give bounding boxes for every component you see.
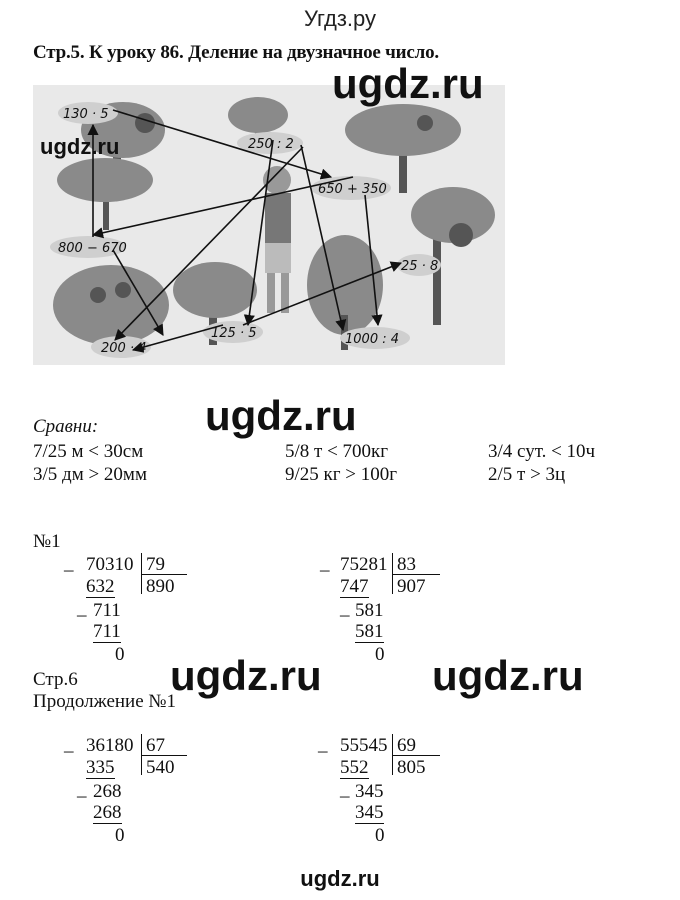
subtrahend: 747 (340, 576, 369, 598)
dividend: 75281 (340, 554, 388, 575)
compare-item: 5/8 т < 700кг (285, 441, 389, 462)
tree-bottom-middle (173, 262, 257, 345)
watermark: ugdz.ru (170, 652, 322, 699)
boy-figure (263, 166, 291, 313)
divisor: 83 (397, 554, 416, 575)
subtrahend: 632 (86, 576, 115, 598)
site-footer: ugdz.ru (300, 866, 380, 891)
minus-sign: _ (64, 553, 74, 574)
illus-label: 250 : 2 (248, 137, 294, 152)
final-remainder: 0 (115, 644, 125, 665)
subtrahend: 711 (93, 621, 121, 643)
continuation-label: Продолжение №1 (33, 691, 177, 712)
compare-item: 2/5 т > 3ц (488, 464, 566, 485)
page-label: Стр.6 (33, 669, 78, 690)
remainder: 345 (355, 781, 384, 802)
compare-item: 3/5 дм > 20мм (33, 464, 147, 485)
final-remainder: 0 (115, 825, 125, 846)
watermark: ugdz.ru (205, 392, 357, 439)
divisor: 79 (146, 554, 165, 575)
quotient: 805 (397, 757, 426, 778)
label-ovals (50, 102, 441, 358)
page-title: Стр.5. К уроку 86. Деление на двузначное… (33, 42, 439, 63)
remainder: 268 (93, 781, 122, 802)
subtrahend: 581 (355, 621, 384, 643)
illus-label: 650 + 350 (318, 182, 387, 197)
subtrahend: 345 (355, 802, 384, 824)
compare-item: 3/4 сут. < 10ч (488, 441, 596, 462)
math-trees-illustration: 130 · 5 250 : 2 650 + 350 800 − 670 25 ·… (33, 85, 505, 365)
tree-mid-left (57, 158, 153, 230)
dividend: 36180 (86, 735, 134, 756)
site-header: Угдз.ру (303, 6, 377, 31)
grape-vine (411, 187, 495, 325)
illus-label: 800 − 670 (58, 241, 127, 256)
arrows (87, 109, 403, 353)
divisor: 69 (397, 735, 416, 756)
remainder: 711 (93, 600, 121, 621)
illus-label: 125 · 5 (211, 326, 256, 341)
final-remainder: 0 (375, 825, 385, 846)
divisor: 67 (146, 735, 165, 756)
watermark: ugdz.ru (40, 134, 120, 159)
subtrahend: 335 (86, 757, 115, 779)
illus-label: 1000 : 4 (345, 332, 399, 347)
quotient: 890 (146, 576, 175, 597)
compare-heading: Сравни: (33, 416, 99, 437)
quotient: 540 (146, 757, 175, 778)
watermark: ugdz.ru (332, 60, 484, 107)
subtrahend: 552 (340, 757, 369, 779)
illus-label: 130 · 5 (63, 107, 108, 122)
tree-bottom-left (53, 265, 169, 345)
dividend: 55545 (340, 735, 388, 756)
quotient: 907 (397, 576, 426, 597)
subtrahend: 268 (93, 802, 122, 824)
compare-item: 9/25 кг > 100г (285, 464, 398, 485)
remainder: 581 (355, 600, 384, 621)
illus-label: 25 · 8 (401, 259, 438, 274)
watermark: ugdz.ru (432, 652, 584, 699)
final-remainder: 0 (375, 644, 385, 665)
task-label: №1 (33, 531, 61, 552)
tree-top-right (345, 104, 461, 193)
dividend: 70310 (86, 554, 134, 575)
compare-item: 7/25 м < 30см (33, 441, 144, 462)
